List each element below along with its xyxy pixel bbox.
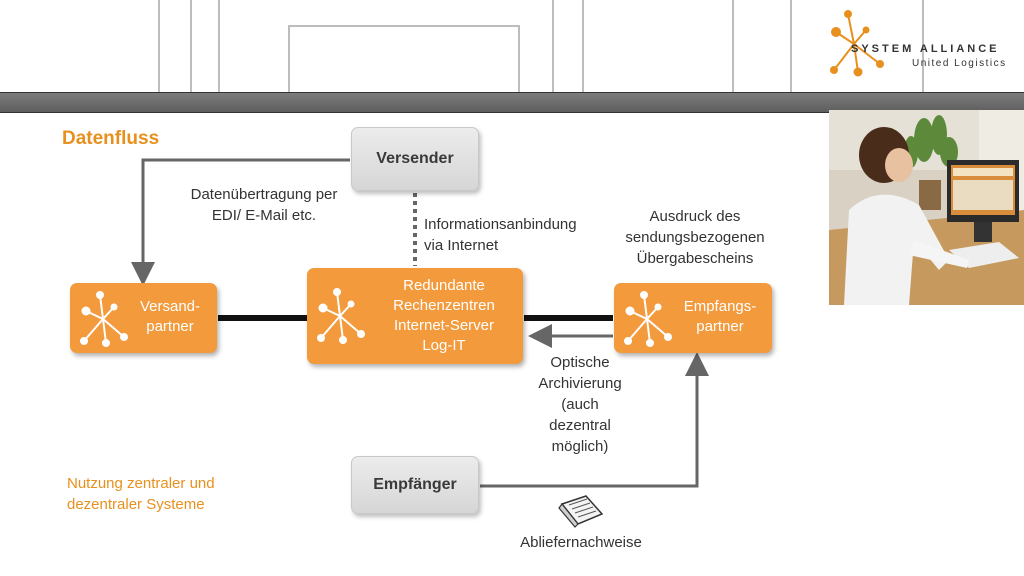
logo-line2: United Logistics <box>912 58 1007 69</box>
header-bar <box>0 92 1024 113</box>
label-abliefernachweise: Abliefernachweise <box>520 534 642 551</box>
label-nutzung: Nutzung zentraler und dezentraler System… <box>67 475 215 513</box>
label-datenuebertragung: Datenübertragung per EDI/ E-Mail etc. <box>190 186 338 224</box>
node-empfangspartner-label: Empfangs- partner <box>683 298 757 335</box>
logo-node-icon <box>830 10 884 77</box>
node-versender: Versender <box>351 127 479 191</box>
node-versandpartner: Versand- partner <box>70 283 217 353</box>
node-versender-label: Versender <box>376 150 454 167</box>
label-informationsanbindung: Informationsanbindung via Internet <box>424 216 577 254</box>
label-ausdruck: Ausdruck des sendungsbezogenen Übergabes… <box>625 208 765 267</box>
page-title: Datenfluss <box>62 128 160 149</box>
node-versandpartner-label: Versand- partner <box>139 298 201 335</box>
label-archivierung: Optische Archivierung (auch dezentral mö… <box>538 354 622 455</box>
photo-office-worker <box>829 110 1024 305</box>
node-cluster-icon <box>624 291 672 347</box>
node-rechenzentren: Redundante Rechenzentren Internet-Server… <box>307 268 523 364</box>
node-empfaenger: Empfänger <box>351 456 479 514</box>
document-icon <box>558 495 604 528</box>
logo-line1: SYSTEM ALLIANCE <box>851 43 1000 55</box>
node-cluster-icon <box>80 291 128 347</box>
node-empfaenger-label: Empfänger <box>373 476 457 493</box>
node-empfangspartner: Empfangs- partner <box>614 283 772 353</box>
node-rechenzentren-label: Redundante Rechenzentren Internet-Server… <box>393 277 495 354</box>
node-cluster-icon <box>317 288 365 344</box>
